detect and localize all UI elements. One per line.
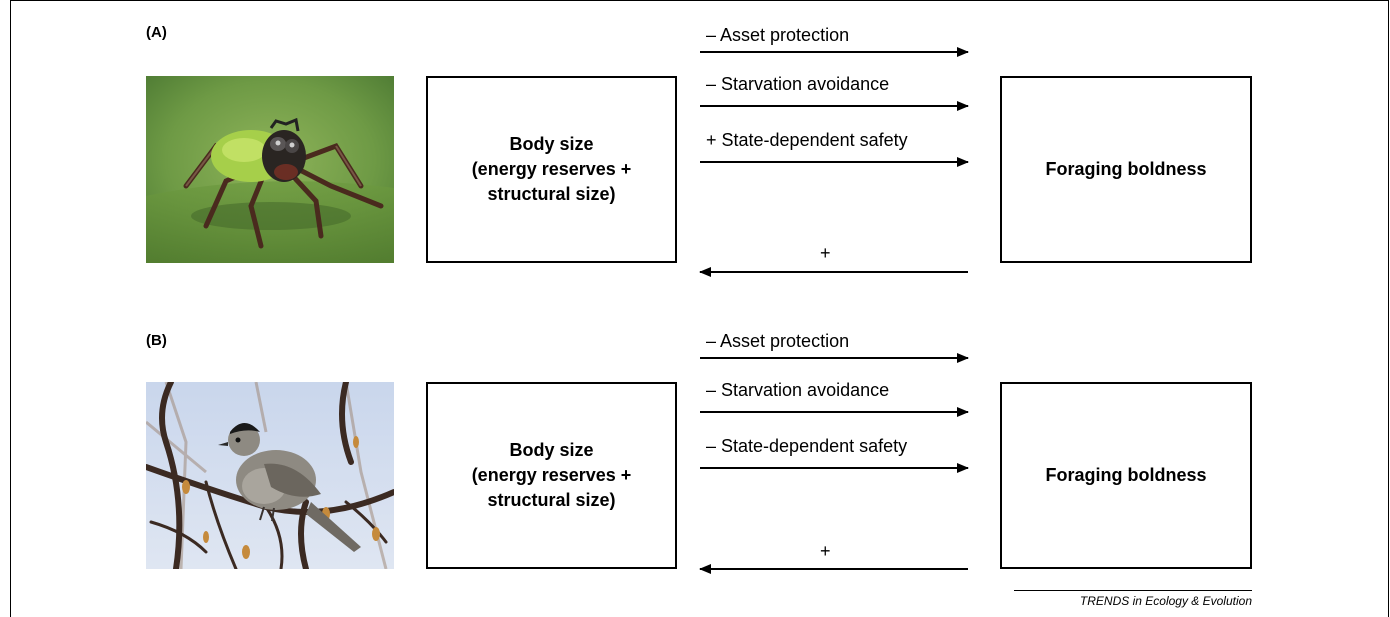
- arrow-label-starvation-avoidance-b: – Starvation avoidance: [706, 380, 890, 400]
- arrow-label-feedback-a: +: [820, 243, 831, 263]
- foraging-boldness-box-a-text: Foraging boldness: [1045, 159, 1207, 179]
- foraging-boldness-box-b: Foraging boldness: [1000, 382, 1252, 569]
- arrow-label-state-dependent-safety-b: – State-dependent safety: [706, 436, 908, 456]
- arrow-label-state-dependent-safety-a: + State-dependent safety: [706, 130, 908, 150]
- figure-frame-right: [1388, 0, 1389, 617]
- arrow-label-asset-protection-a: – Asset protection: [706, 25, 850, 45]
- panel-a-label: (A): [146, 24, 167, 41]
- body-size-box-b: Body size (energy reserves + structural …: [426, 382, 677, 569]
- foraging-boldness-box-b-text: Foraging boldness: [1045, 465, 1207, 485]
- arrow-label-feedback-b: +: [820, 541, 831, 561]
- credit-divider: [1014, 590, 1252, 591]
- foraging-boldness-box-a: Foraging boldness: [1000, 76, 1252, 263]
- bird-photo: [146, 382, 394, 569]
- figure-frame-top: [10, 0, 1389, 1]
- panel-b-label: (B): [146, 332, 167, 349]
- arrow-label-asset-protection-b: – Asset protection: [706, 331, 850, 351]
- figure-frame-left: [10, 0, 11, 617]
- body-size-box-a-text: Body size (energy reserves + structural …: [471, 134, 632, 204]
- body-size-box-b-text: Body size (energy reserves + structural …: [471, 440, 632, 510]
- journal-credit: TRENDS in Ecology & Evolution: [1079, 594, 1252, 608]
- body-size-box-a: Body size (energy reserves + structural …: [426, 76, 677, 263]
- spider-photo: [146, 76, 394, 263]
- arrow-label-starvation-avoidance-a: – Starvation avoidance: [706, 74, 890, 94]
